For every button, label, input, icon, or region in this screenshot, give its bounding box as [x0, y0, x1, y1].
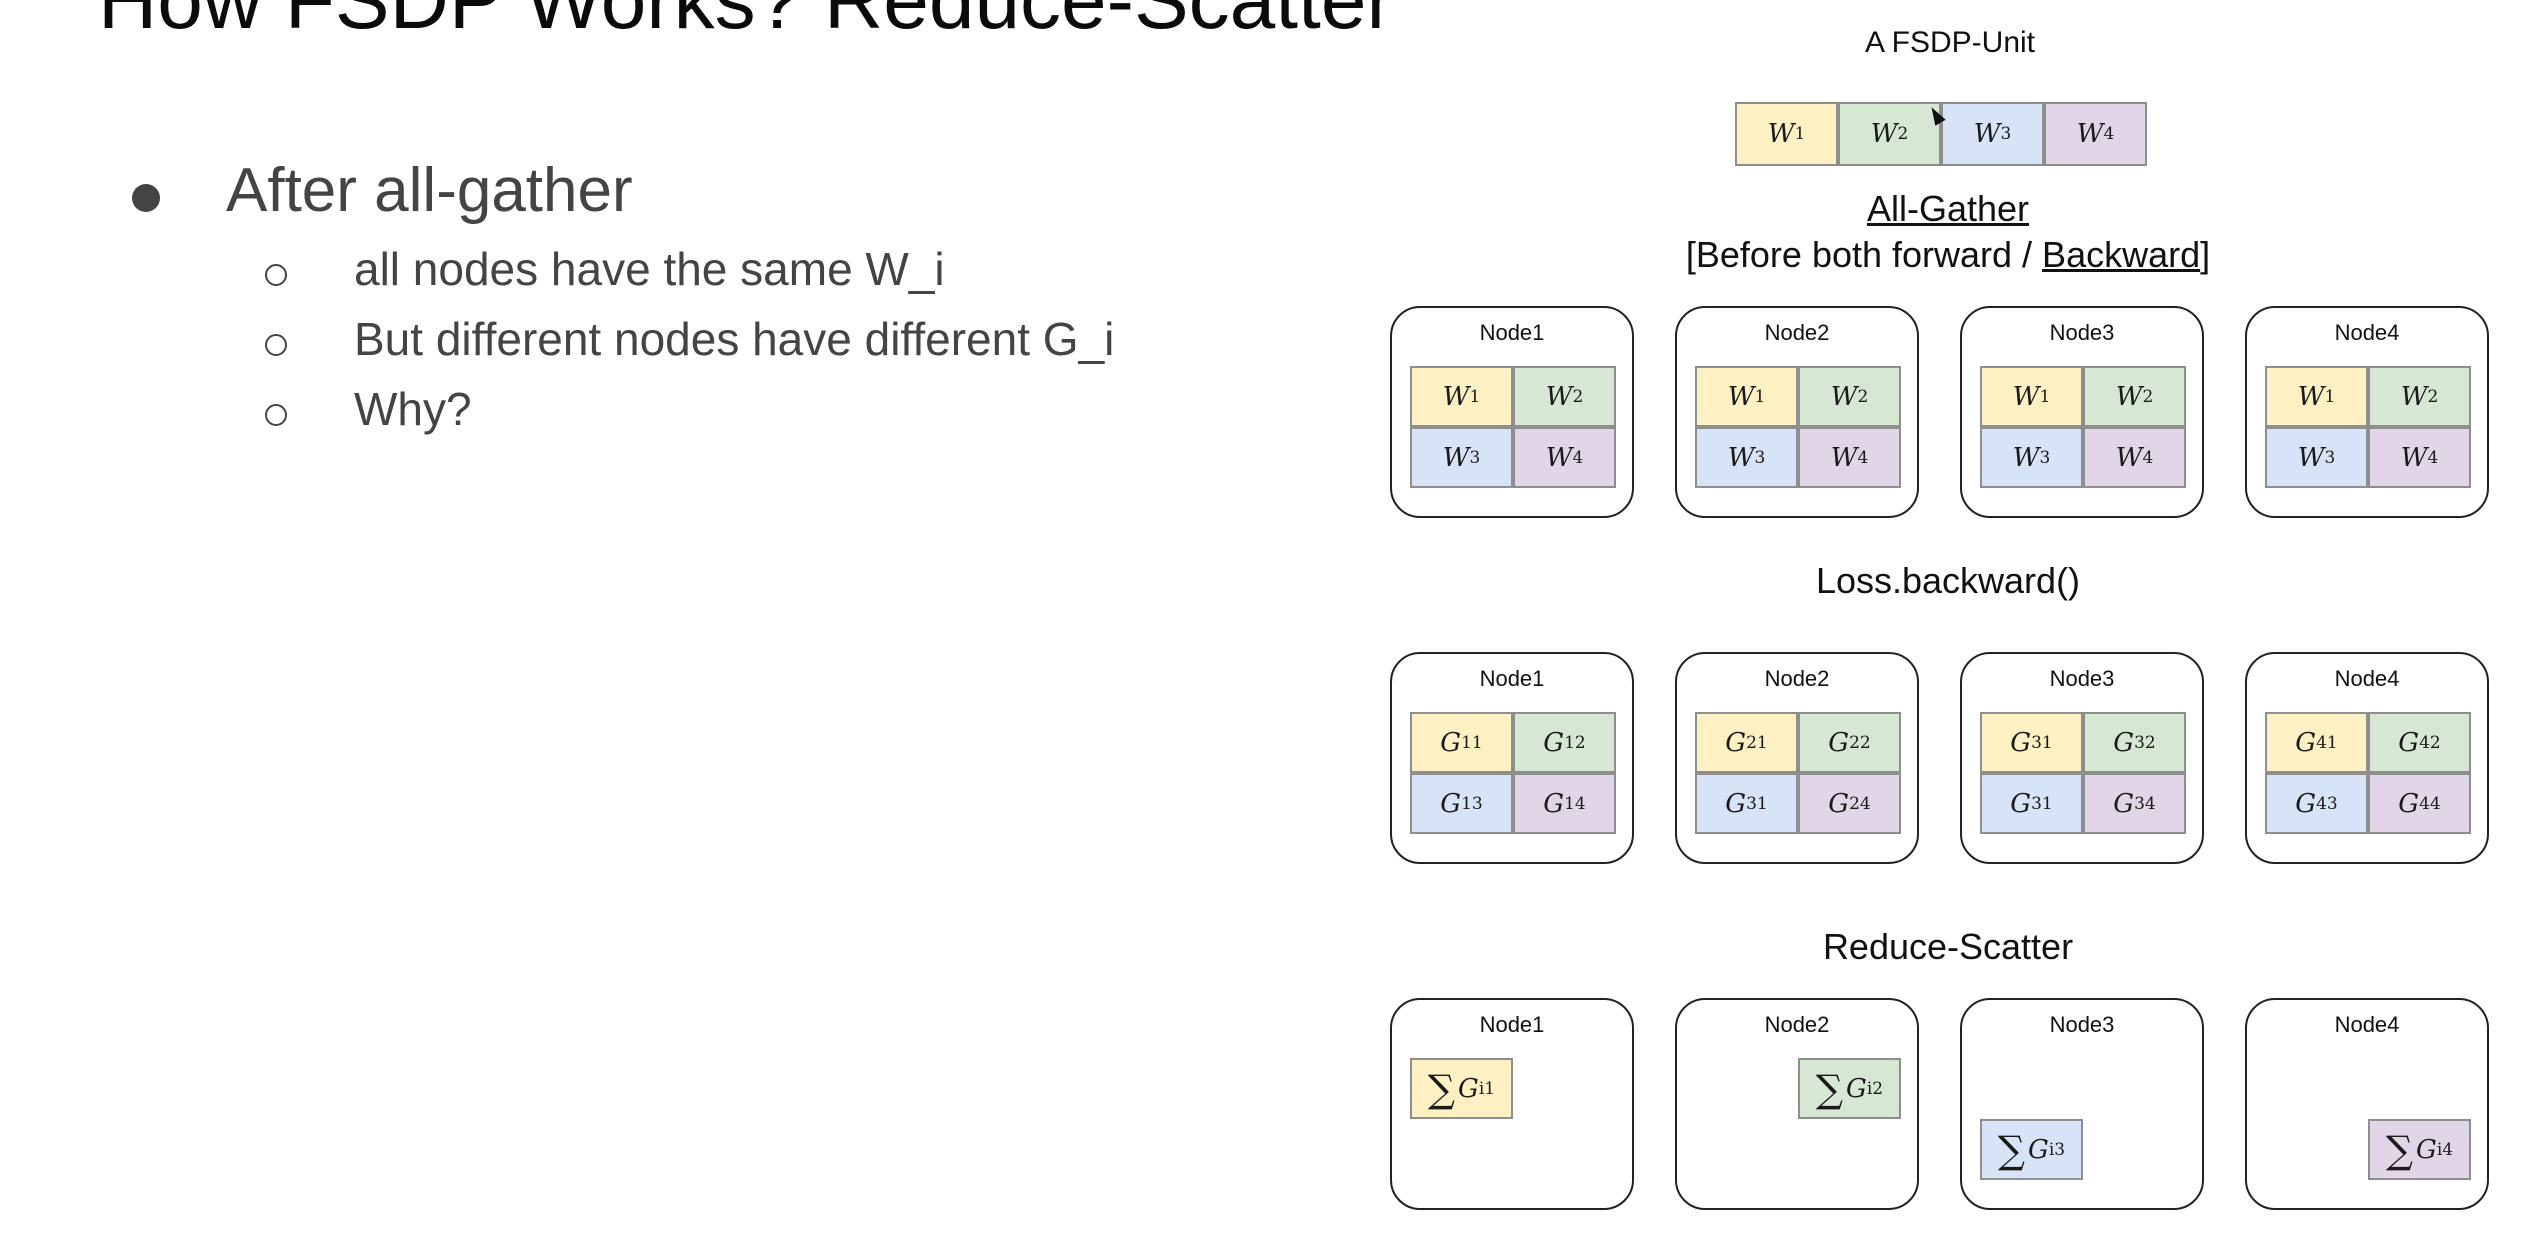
node-box: Node2	[1675, 998, 1919, 1210]
node-box: Node1	[1390, 306, 1634, 518]
node-label: Node1	[1479, 320, 1545, 345]
slide-title: How FSDP Works? Reduce-Scatter	[98, 0, 1394, 46]
hollow-bullet-icon	[265, 334, 287, 356]
node-label: Node2	[1764, 666, 1830, 691]
reduce-scatter-label: Reduce-Scatter	[1822, 926, 2074, 967]
node-label: Node1	[1479, 1012, 1545, 1037]
loss-backward-label: Loss.backward()	[1815, 560, 2081, 601]
all-gather-subtitle: [Before both forward / Backward]	[1686, 234, 2210, 276]
node-box: Node3	[1960, 998, 2204, 1210]
all-gather-title: All-Gather	[1866, 188, 2030, 229]
node-label: Node3	[2049, 320, 2115, 345]
bullet-dot-icon	[132, 184, 160, 212]
node-box: Node1	[1390, 998, 1634, 1210]
node-box: Node1	[1390, 652, 1634, 864]
node-box: Node3	[1960, 652, 2204, 864]
sub-bullet-text: But different nodes have different G_i	[354, 313, 1115, 365]
node-label: Node3	[2049, 666, 2115, 691]
node-label: Node3	[2049, 1012, 2115, 1037]
hollow-bullet-icon	[265, 264, 287, 286]
node-label: Node2	[1764, 1012, 1830, 1037]
sub-bullet-text: Why?	[354, 383, 472, 435]
sub-bullet-text: all nodes have the same W_i	[354, 243, 945, 295]
node-box: Node4	[2245, 306, 2489, 518]
node-label: Node4	[2334, 1012, 2400, 1037]
node-box: Node2	[1675, 652, 1919, 864]
subtitle-prefix: [Before both forward /	[1685, 234, 2043, 275]
node-label: Node4	[2334, 320, 2400, 345]
bullet-text: After all-gather	[226, 156, 633, 225]
hollow-bullet-icon	[265, 404, 287, 426]
node-label: Node2	[1764, 320, 1830, 345]
node-label: Node1	[1479, 666, 1545, 691]
subtitle-suffix: ]	[2200, 234, 2211, 275]
node-box: Node3	[1960, 306, 2204, 518]
node-box: Node2	[1675, 306, 1919, 518]
node-box: Node4	[2245, 998, 2489, 1210]
fsdp-unit-title: A FSDP-Unit	[1864, 26, 2036, 59]
node-label: Node4	[2334, 666, 2400, 691]
node-box: Node4	[2245, 652, 2489, 864]
subtitle-backward: Backward	[2042, 234, 2201, 275]
